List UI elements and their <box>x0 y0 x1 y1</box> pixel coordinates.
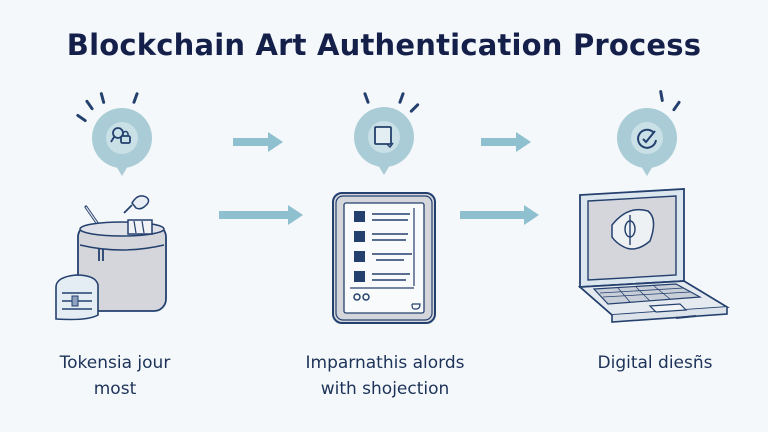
arrow-icon <box>481 132 531 152</box>
speech-bubble <box>617 108 677 176</box>
ray <box>132 91 139 105</box>
ray <box>99 91 106 105</box>
check-signature-icon <box>637 128 657 149</box>
art-supply-bag-illustration <box>55 195 167 321</box>
step-1-label: Tokensia jour most <box>30 350 200 402</box>
speech-bubble <box>354 107 414 175</box>
ray <box>363 91 370 105</box>
step-2-label-line-2: with shojection <box>320 379 450 399</box>
search-lock-icon <box>110 127 131 144</box>
arrow-icon <box>219 205 303 225</box>
step-3-label-line-1: Digital diesñs <box>597 353 713 373</box>
document-edit-icon <box>374 126 394 149</box>
step-1-label-line-2: most <box>93 379 137 399</box>
ray <box>75 113 88 123</box>
ray <box>398 91 405 105</box>
speech-bubble <box>92 108 152 176</box>
step-1-label-line-1: Tokensia jour <box>59 353 171 373</box>
step-3-label: Digital diesñs <box>570 350 740 376</box>
step-2-label-line-1: Imparnathis alords <box>305 353 465 373</box>
arrow-icon <box>233 132 283 152</box>
arrow-icon <box>460 205 539 225</box>
tablet-checklist-illustration <box>332 192 436 324</box>
step-2-label: Imparnathis alords with shojection <box>280 350 490 402</box>
ray <box>658 89 665 103</box>
page-title: Blockchain Art Authentication Process <box>66 28 702 62</box>
laptop-signature-illustration <box>577 188 730 323</box>
